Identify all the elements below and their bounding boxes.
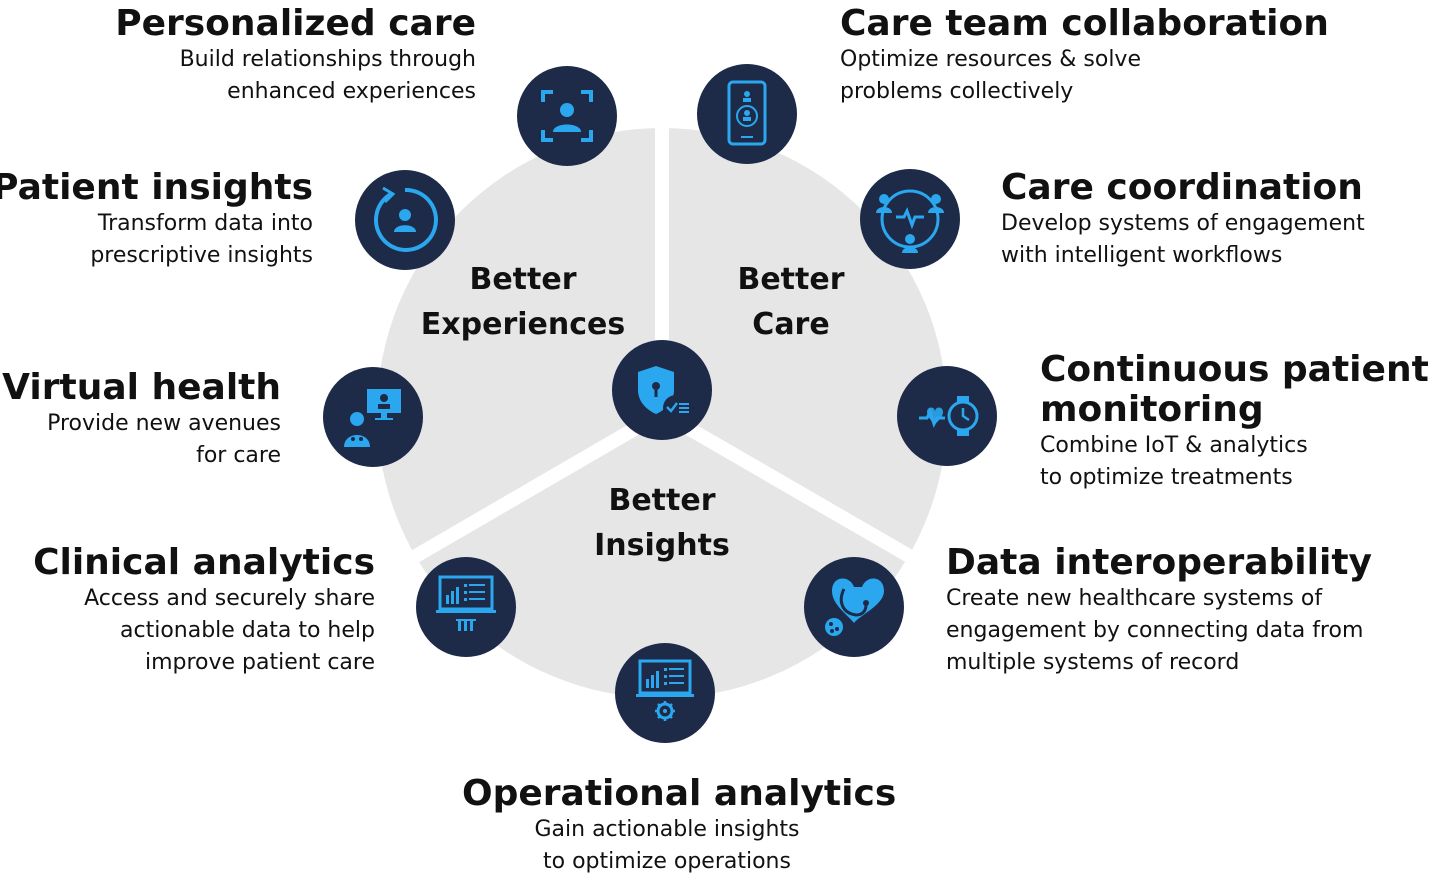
segment-experiences-line1: Better: [469, 262, 576, 297]
desc-data-interoperability-3: multiple systems of record: [946, 650, 1240, 675]
desc-patient-insights-1: Transform data into: [97, 211, 313, 236]
title-clinical-analytics: Clinical analytics: [33, 542, 375, 583]
segment-insights-line1: Better: [608, 483, 715, 518]
caption-care-team-collaboration: Care team collaboration Optimize resourc…: [840, 4, 1329, 108]
desc-personalized-care-1: Build relationships through: [179, 47, 476, 72]
caption-data-interoperability: Data interoperability Create new healthc…: [946, 543, 1372, 679]
face-scan-icon: [517, 66, 617, 166]
desc-data-interoperability-1: Create new healthcare systems of: [946, 586, 1323, 611]
title-operational-analytics: Operational analytics: [462, 773, 897, 814]
doctor-monitor-icon: [323, 367, 423, 467]
desc-virtual-health-1: Provide new avenues: [47, 411, 281, 436]
title-data-interoperability: Data interoperability: [946, 542, 1372, 583]
title-care-team-collaboration: Care team collaboration: [840, 3, 1329, 44]
title-personalized-care: Personalized care: [115, 3, 476, 44]
segment-experiences-line2: Experiences: [421, 307, 625, 342]
person-refresh-icon: [355, 170, 455, 270]
desc-personalized-care-2: enhanced experiences: [227, 79, 476, 104]
desc-care-coordination-2: with intelligent workflows: [1001, 243, 1283, 268]
desc-care-team-collaboration-2: problems collectively: [840, 79, 1074, 104]
caption-continuous-monitoring: Continuous patient monitoring Combine Io…: [1040, 350, 1429, 494]
care-network-icon: [860, 169, 960, 269]
desc-virtual-health-2: for care: [196, 443, 281, 468]
gear-dashboard-icon: [615, 643, 715, 743]
desc-care-team-collaboration-1: Optimize resources & solve: [840, 47, 1141, 72]
lab-dashboard-icon: [416, 557, 516, 657]
segment-care-line1: Better: [737, 262, 844, 297]
caption-personalized-care: Personalized care Build relationships th…: [115, 4, 476, 108]
caption-clinical-analytics: Clinical analytics Access and securely s…: [33, 543, 375, 679]
title-patient-insights: Patient insights: [0, 167, 313, 208]
desc-patient-insights-2: prescriptive insights: [90, 243, 313, 268]
segment-insights-line2: Insights: [594, 528, 730, 563]
desc-operational-analytics-1: Gain actionable insights: [534, 817, 800, 842]
divider-right: [658, 406, 939, 578]
desc-continuous-monitoring-1: Combine IoT & analytics: [1040, 433, 1308, 458]
title-virtual-health: Virtual health: [2, 367, 281, 408]
security-shield-icon: [612, 340, 712, 440]
caption-patient-insights: Patient insights Transform data into pre…: [0, 168, 313, 272]
desc-care-coordination-1: Develop systems of engagement: [1001, 211, 1365, 236]
caption-virtual-health: Virtual health Provide new avenues for c…: [2, 368, 281, 472]
heartbeat-watch-icon: [897, 366, 997, 466]
phone-team-icon: [697, 64, 797, 164]
caption-care-coordination: Care coordination Develop systems of eng…: [1001, 168, 1365, 272]
desc-data-interoperability-2: engagement by connecting data from: [946, 618, 1364, 643]
title-continuous-monitoring-2: monitoring: [1040, 389, 1264, 430]
desc-clinical-analytics-2: actionable data to help: [120, 618, 375, 643]
caption-operational-analytics: Operational analytics Gain actionable in…: [462, 773, 897, 878]
heart-stethoscope-icon: [804, 557, 904, 657]
desc-clinical-analytics-1: Access and securely share: [84, 586, 375, 611]
desc-continuous-monitoring-2: to optimize treatments: [1040, 465, 1293, 490]
desc-clinical-analytics-3: improve patient care: [144, 650, 375, 675]
title-care-coordination: Care coordination: [1001, 167, 1363, 208]
segment-care-line2: Care: [752, 307, 829, 342]
title-continuous-monitoring-1: Continuous patient: [1040, 349, 1429, 390]
divider-left: [386, 406, 666, 578]
desc-operational-analytics-2: to optimize operations: [543, 849, 791, 874]
